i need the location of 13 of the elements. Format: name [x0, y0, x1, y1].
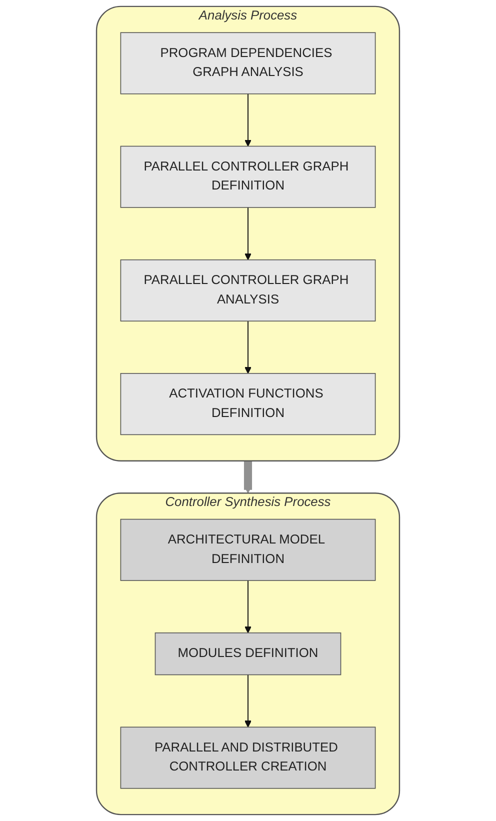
arrow — [244, 460, 252, 494]
node-box: ARCHITECTURAL MODEL DEFINITION — [120, 518, 376, 581]
node-box: MODULES DEFINITION — [154, 632, 342, 676]
arrow — [244, 320, 252, 374]
arrow — [244, 206, 252, 260]
node-box: PARALLEL AND DISTRIBUTED CONTROLLER CREATION — [120, 726, 376, 789]
arrow — [244, 580, 252, 634]
node-box: PROGRAM DEPENDENCIES GRAPH ANALYSIS — [120, 32, 376, 94]
node-box: PARALLEL CONTROLLER GRAPH DEFINITION — [120, 146, 376, 208]
arrow — [244, 93, 252, 147]
node-box: ACTIVATION FUNCTIONS DEFINITION — [120, 373, 376, 436]
node-box: PARALLEL CONTROLLER GRAPH ANALYSIS — [120, 259, 376, 322]
arrow — [244, 674, 252, 728]
